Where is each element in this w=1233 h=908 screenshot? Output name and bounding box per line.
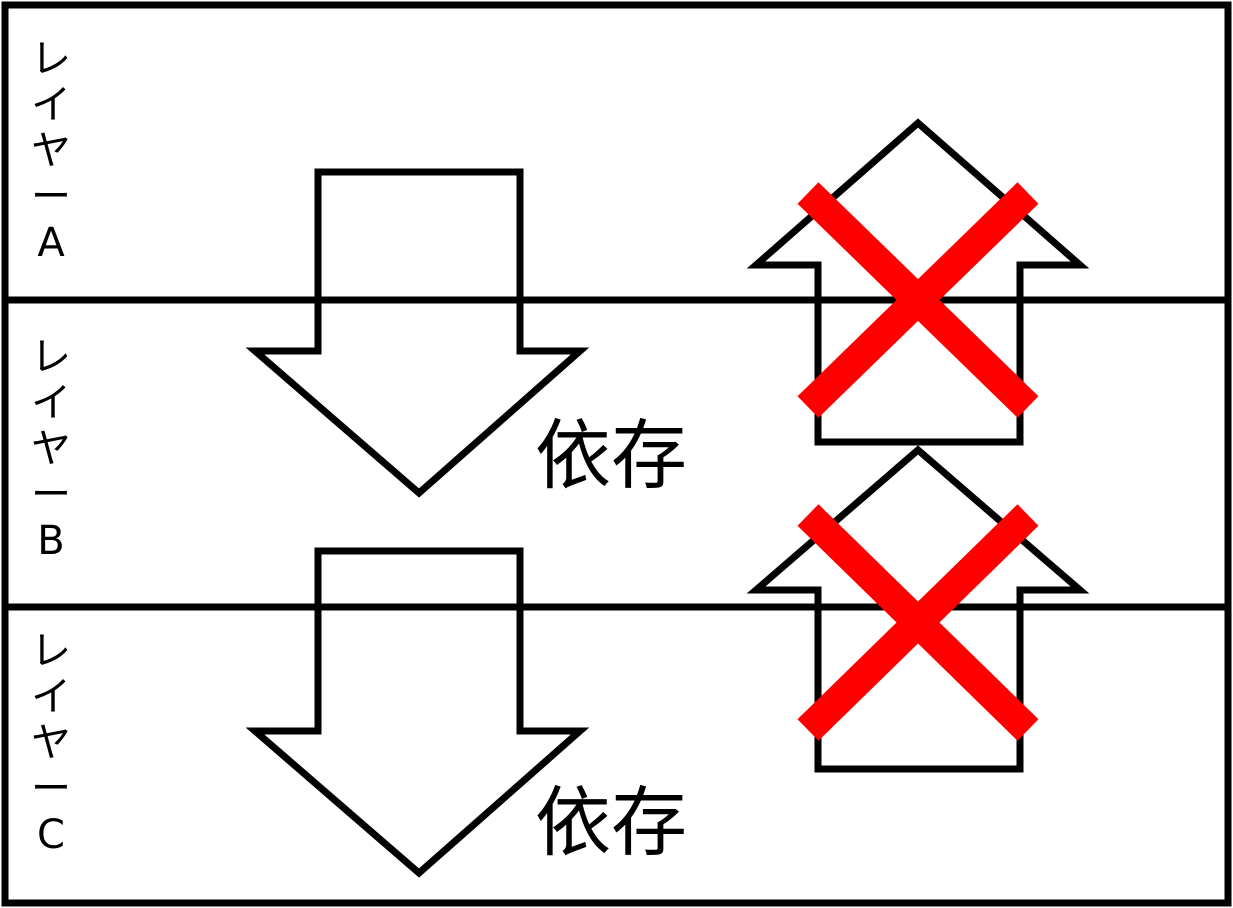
up-arrow-c-to-b [746, 445, 1090, 773]
forbidden-x-mark-lower [797, 504, 1039, 741]
dependency-label-b-c: 依存 [535, 778, 687, 867]
layer-b-label: レ イ ヤ ー B [31, 334, 71, 564]
layer-c-label: レ イ ヤ ー C [31, 628, 71, 858]
layer-a-band [1, 1, 1232, 304]
down-arrow-a-to-b [245, 168, 590, 498]
dependency-label-a-b: 依存 [535, 411, 687, 500]
forbidden-x-mark-upper [797, 182, 1039, 418]
layer-c-band [1, 603, 1232, 907]
layer-a-label: レ イ ヤ ー A [31, 36, 71, 266]
down-arrow-b-to-c [245, 547, 590, 878]
